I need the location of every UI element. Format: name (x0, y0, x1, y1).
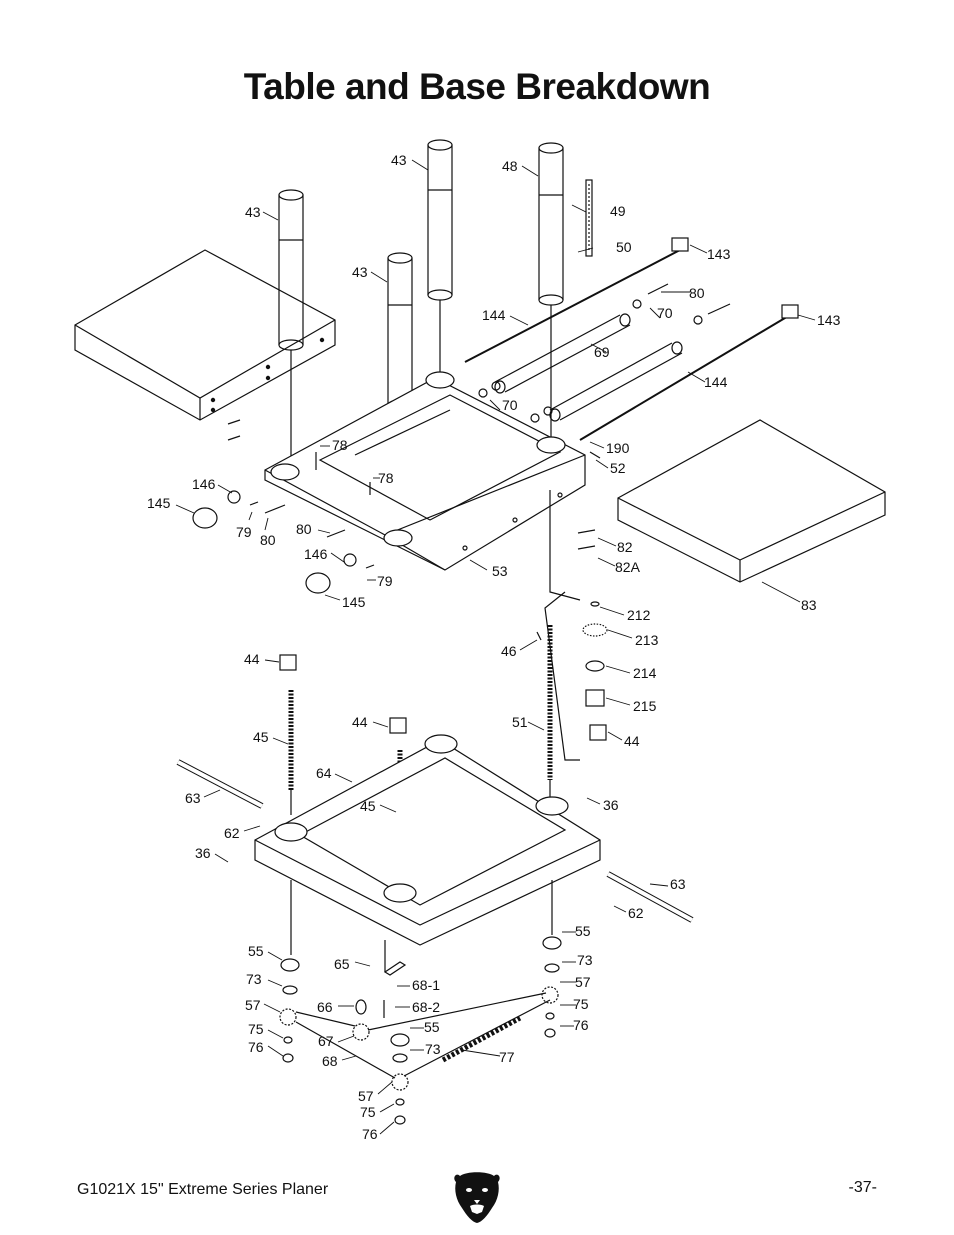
footer-model: G1021X 15" Extreme Series Planer (77, 1181, 329, 1198)
callout-label: 66 (317, 999, 333, 1015)
callout-label: 143 (707, 246, 731, 262)
left-table-extension (74, 249, 336, 421)
grizzly-bear-icon (454, 1172, 500, 1223)
callout-label: 77 (499, 1049, 515, 1065)
callout-label: 70 (657, 305, 673, 321)
callout-label: 64 (316, 765, 332, 781)
callout-label: 44 (352, 714, 368, 730)
gear-stack (582, 601, 608, 741)
callout-label: 62 (224, 825, 240, 841)
callout-label: 69 (594, 344, 610, 360)
column-left (278, 189, 304, 470)
callout-label: 214 (633, 665, 657, 681)
callout-label: 46 (501, 643, 517, 659)
callout-label: 63 (670, 876, 686, 892)
callout-label: 36 (603, 797, 619, 813)
callout-label: 80 (296, 521, 312, 537)
callout-label: 146 (304, 546, 328, 562)
callout-label: 76 (248, 1039, 264, 1055)
column-rear-left (427, 139, 453, 378)
callout-label: 212 (627, 607, 651, 623)
callout-label: 67 (318, 1033, 334, 1049)
callout-label: 51 (512, 714, 528, 730)
callout-label: 82A (615, 559, 641, 575)
callout-label: 76 (573, 1017, 589, 1033)
right-table-extension (617, 419, 886, 583)
callout-label: 62 (628, 905, 644, 921)
callout-labels: 43 43 43 48 49 50 143 80 70 143 144 69 1… (147, 152, 841, 1142)
callout-label: 55 (424, 1019, 440, 1035)
callout-label: 43 (245, 204, 261, 220)
rods-and-rollers (464, 237, 799, 441)
callout-label: 80 (260, 532, 276, 548)
callout-label: 75 (573, 996, 589, 1012)
callout-label: 68 (322, 1053, 338, 1069)
knobs-and-hardware (192, 419, 601, 594)
leader-lines (175, 159, 816, 1135)
callout-label: 68-1 (412, 977, 440, 993)
table-frame (264, 371, 586, 761)
page-title: Table and Base Breakdown (243, 66, 711, 107)
base-frame (176, 734, 694, 955)
callout-label: 144 (704, 374, 728, 390)
callout-label: 75 (360, 1104, 376, 1120)
callout-label: 44 (244, 651, 260, 667)
callout-label: 145 (342, 594, 366, 610)
callout-label: 57 (575, 974, 591, 990)
callout-label: 45 (360, 798, 376, 814)
callout-label: 146 (192, 476, 216, 492)
callout-label: 49 (610, 203, 626, 219)
callout-label: 215 (633, 698, 657, 714)
callout-label: 73 (577, 952, 593, 968)
callout-label: 68-2 (412, 999, 440, 1015)
callout-label: 43 (391, 152, 407, 168)
callout-label: 80 (689, 285, 705, 301)
sprockets-and-chain (279, 936, 562, 1125)
callout-label: 76 (362, 1126, 378, 1142)
callout-label: 79 (236, 524, 252, 540)
callout-label: 190 (606, 440, 630, 456)
callout-label: 73 (425, 1041, 441, 1057)
callout-label: 55 (248, 943, 264, 959)
callout-label: 78 (378, 470, 394, 486)
callout-label: 44 (624, 733, 640, 749)
callout-label: 48 (502, 158, 518, 174)
callout-label: 55 (575, 923, 591, 939)
callout-label: 53 (492, 563, 508, 579)
scale-strip (585, 179, 593, 257)
callout-label: 50 (616, 239, 632, 255)
callout-label: 36 (195, 845, 211, 861)
callout-label: 57 (245, 997, 261, 1013)
callout-label: 43 (352, 264, 368, 280)
callout-label: 70 (502, 397, 518, 413)
callout-label: 45 (253, 729, 269, 745)
callout-label: 82 (617, 539, 633, 555)
callout-label: 213 (635, 632, 659, 648)
callout-label: 79 (377, 573, 393, 589)
callout-label: 73 (246, 971, 262, 987)
callout-label: 143 (817, 312, 841, 328)
callout-label: 63 (185, 790, 201, 806)
callout-label: 52 (610, 460, 626, 476)
callout-label: 65 (334, 956, 350, 972)
callout-label: 144 (482, 307, 506, 323)
callout-label: 57 (358, 1088, 374, 1104)
callout-label: 145 (147, 495, 171, 511)
footer-page-number: -37- (848, 1179, 877, 1196)
callout-label: 78 (332, 437, 348, 453)
column-rear-right (538, 142, 564, 440)
callout-label: 83 (801, 597, 817, 613)
callout-label: 75 (248, 1021, 264, 1037)
